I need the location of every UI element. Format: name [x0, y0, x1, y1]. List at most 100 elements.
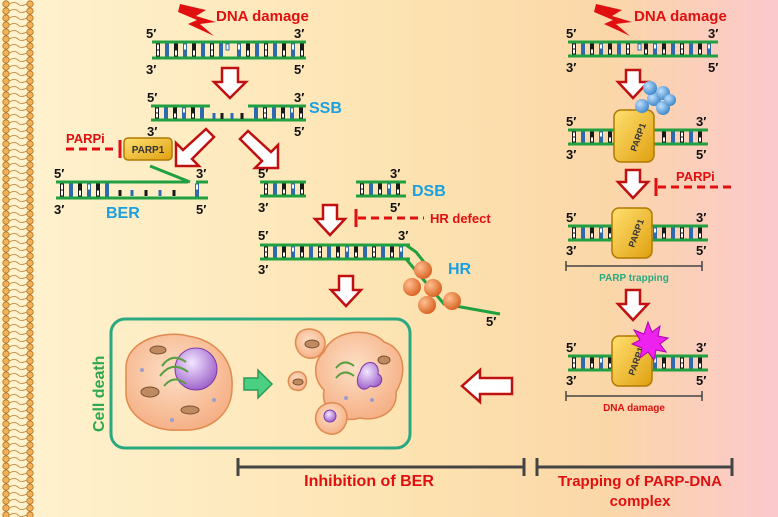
base-pair [299, 112, 303, 119]
base-pair [191, 107, 195, 114]
base-pair [165, 49, 169, 57]
base-pair [599, 357, 603, 364]
base-pair [671, 136, 675, 143]
base-pair [273, 188, 277, 195]
five-prime-label: 5′ [566, 340, 576, 355]
base-pair [608, 362, 612, 369]
base-pair [345, 251, 349, 258]
five-prime-label: 5′ [696, 373, 706, 388]
base-pair [662, 131, 666, 138]
base-pair [237, 43, 241, 51]
base-pair [300, 183, 304, 190]
base-pair [264, 188, 268, 195]
hr-label: HR [448, 261, 472, 278]
base-pair [662, 232, 666, 239]
base-pair [698, 357, 702, 364]
base-pair [707, 43, 711, 50]
base-pair [363, 251, 367, 258]
base-pair [237, 49, 241, 57]
three-prime-label: 3′ [390, 166, 400, 181]
base-pair [626, 43, 630, 50]
base-pair [387, 183, 391, 190]
base-pair [156, 49, 160, 57]
base-pair [399, 251, 403, 258]
base-pair [156, 43, 160, 51]
parp1-protein: PARP1 [123, 137, 173, 161]
base-pair [378, 183, 382, 190]
base-pair [680, 43, 684, 50]
base-pair [572, 131, 576, 138]
dna-damage-label: DNA damage [634, 8, 727, 25]
base-pair [590, 227, 594, 234]
base-pair [390, 246, 394, 253]
base-pair [662, 136, 666, 143]
base-pair [608, 43, 612, 50]
base-pair [626, 48, 630, 55]
base-pair [264, 251, 268, 258]
cell-death-box [109, 317, 412, 450]
base-pair [608, 131, 612, 138]
base-pair [381, 251, 385, 258]
three-prime-label: 3′ [146, 62, 156, 77]
base-pair [680, 357, 684, 364]
base-pair [590, 232, 594, 239]
base-pair [291, 251, 295, 258]
five-prime-label: 5′ [708, 60, 718, 75]
base-pair [282, 49, 286, 57]
base-pair [291, 188, 295, 195]
parpi-label: PARPi [676, 169, 715, 184]
base-pair [608, 136, 612, 143]
base-pair [96, 189, 100, 197]
base-pair [680, 232, 684, 239]
five-prime-label: 5′ [294, 124, 304, 139]
base-pair [590, 362, 594, 369]
base-pair [396, 188, 400, 195]
base-pair [60, 189, 64, 197]
base-pair [210, 49, 214, 57]
base-pair [254, 107, 258, 114]
dsb-label: DSB [412, 183, 446, 200]
base-pair [165, 43, 169, 51]
base-pair [381, 246, 385, 253]
base-pair [254, 112, 258, 119]
base-pair [671, 227, 675, 234]
base-pair [617, 43, 621, 50]
base-pair [345, 246, 349, 253]
base-pair [281, 112, 285, 119]
base-pair [662, 362, 666, 369]
base-pair [318, 246, 322, 253]
base-pair [327, 251, 331, 258]
base-pair [581, 227, 585, 234]
base-pair [201, 49, 205, 57]
base-pair [572, 362, 576, 369]
arrow-down-right-icon [238, 129, 280, 170]
three-prime-label: 3′ [696, 114, 706, 129]
base-pair [698, 131, 702, 138]
base-pair [246, 49, 250, 57]
base-pair [219, 49, 223, 57]
five-prime-label: 5′ [147, 90, 157, 105]
base-pair [300, 49, 304, 57]
arrow-down-icon [615, 168, 651, 200]
base-pair [707, 48, 711, 55]
base-pair [273, 43, 277, 51]
base-pair [354, 251, 358, 258]
arrow-down-icon [615, 68, 651, 100]
base-pair [363, 246, 367, 253]
base-pair [174, 43, 178, 51]
five-prime-label: 5′ [566, 210, 576, 225]
base-pair [290, 112, 294, 119]
base-pair [282, 251, 286, 258]
arrow-down-icon [615, 288, 651, 322]
base-pair [671, 131, 675, 138]
base-pair [599, 232, 603, 239]
base-pair [219, 43, 223, 51]
three-prime-label: 3′ [566, 373, 576, 388]
cell-membrane [2, 0, 34, 517]
base-pair [608, 48, 612, 55]
base-pair [599, 43, 603, 50]
base-pair [599, 227, 603, 234]
apoptotic-cell [287, 328, 404, 435]
base-pair [272, 107, 276, 114]
arrow-down-left-icon [174, 127, 216, 168]
